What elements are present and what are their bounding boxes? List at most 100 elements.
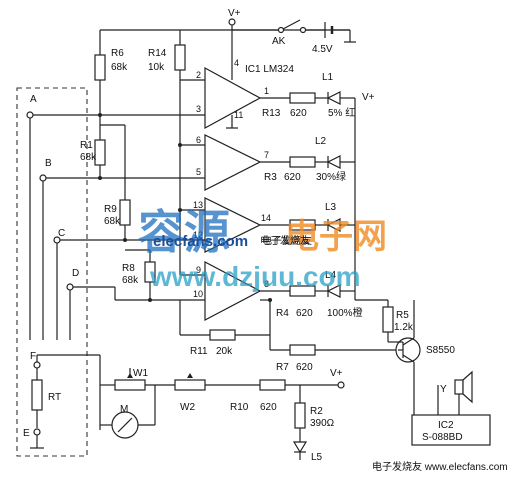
label-r8: R8	[122, 263, 135, 274]
label-l4: L4	[325, 270, 337, 281]
label-vplus-top: V+	[228, 8, 241, 19]
vplus-top-terminal	[228, 18, 236, 26]
label-pb: B	[45, 158, 52, 169]
label-r11-val: 20k	[216, 346, 233, 357]
label-pc: C	[58, 228, 65, 239]
label-r10-val: 620	[260, 402, 277, 413]
label-switch: AK	[272, 36, 286, 47]
label-pin9: 9	[196, 265, 201, 275]
opamp-1	[204, 66, 262, 130]
label-r3-val: 620	[284, 172, 301, 183]
label-r5-val: 1.2k	[394, 322, 414, 333]
label-r7-val: 620	[296, 362, 313, 373]
label-r6: R6	[111, 48, 124, 59]
label-ic2-val: S-088BD	[422, 432, 463, 443]
ak-switch[interactable]	[282, 19, 301, 30]
probe-a-terminal	[26, 111, 34, 119]
r6-resistor	[94, 54, 106, 81]
label-pin7: 7	[264, 150, 269, 160]
s8550-transistor	[395, 337, 421, 363]
speaker-icon	[454, 379, 464, 395]
label-ic2: IC2	[438, 420, 454, 431]
label-meter: M	[120, 404, 128, 415]
probe-f-terminal	[33, 361, 41, 369]
label-battery: 4.5V	[312, 44, 333, 55]
l2-led	[326, 155, 341, 169]
label-pa: A	[30, 94, 37, 105]
w2-potentiometer	[174, 379, 206, 391]
label-r9: R9	[104, 204, 117, 215]
label-pin12: 12	[193, 230, 203, 240]
label-r14-val: 10k	[148, 62, 165, 73]
r5-resistor	[382, 306, 394, 333]
label-pin8: 8	[264, 279, 269, 289]
label-r10: R10	[230, 402, 249, 413]
label-r14: R14	[148, 48, 167, 59]
label-r5: R5	[396, 310, 409, 321]
watermark-bottom: 电子发烧友 www.elecfans.com	[372, 460, 508, 473]
label-r7: R7	[276, 362, 289, 373]
l1-led	[326, 91, 341, 105]
label-pin6: 6	[196, 135, 201, 145]
label-vout: V+	[362, 92, 375, 103]
label-pin13: 13	[193, 200, 203, 210]
label-speaker: Y	[440, 384, 447, 395]
w1-potentiometer	[114, 379, 146, 391]
probe-e-terminal	[33, 428, 41, 436]
label-r2-val: 390Ω	[310, 418, 335, 429]
label-l1-desc: 5% 红	[328, 106, 355, 119]
watermark-elecfans-cn: 电子发烧友	[260, 234, 310, 247]
label-r11: R11	[190, 346, 208, 357]
label-r1-val: 68k	[80, 152, 97, 163]
label-l5: L5	[311, 452, 323, 463]
l5-led	[292, 441, 308, 454]
watermark-elecfans: elecfans.com	[153, 233, 248, 250]
opamp-3	[204, 197, 262, 253]
label-pin11: 11	[234, 110, 243, 120]
label-rt: RT	[48, 392, 61, 403]
r13-resistor	[289, 92, 316, 104]
label-pin1: 1	[264, 86, 269, 96]
label-l1: L1	[322, 72, 334, 83]
label-pin14: 14	[261, 213, 271, 223]
probe-b-terminal	[39, 174, 47, 182]
watermark-cn-net: 电子网	[285, 218, 387, 256]
vplus-bottom-terminal	[337, 381, 345, 389]
label-l2: L2	[315, 136, 327, 147]
label-l2-desc: 30%绿	[316, 170, 346, 183]
label-pin2: 2	[196, 70, 201, 80]
label-r4-val: 620	[296, 308, 313, 319]
label-r13: R13	[262, 108, 281, 119]
label-ic1: IC1 LM324	[245, 64, 294, 75]
label-r13-val: 620	[290, 108, 307, 119]
r2-resistor	[294, 402, 306, 429]
label-r2: R2	[310, 406, 323, 417]
label-w1: W1	[133, 368, 148, 379]
ic2-chip	[411, 414, 491, 446]
label-pe: E	[23, 428, 30, 439]
label-l4-desc: 100%橙	[327, 306, 363, 319]
r9-resistor	[119, 199, 131, 226]
label-pd: D	[72, 268, 79, 279]
label-vplus-bottom: V+	[330, 368, 343, 379]
r3-resistor	[289, 156, 316, 168]
label-r4: R4	[276, 308, 289, 319]
opamp-4	[204, 261, 262, 321]
label-pin3: 3	[196, 104, 201, 114]
label-pin10: 10	[193, 289, 203, 299]
label-pf: F	[30, 351, 36, 362]
rt-resistor	[31, 379, 43, 411]
label-pin5: 5	[196, 167, 201, 177]
watermark-cn-logo: 容源	[138, 206, 230, 258]
label-w2: W2	[180, 402, 195, 413]
label-r6-val: 68k	[111, 62, 128, 73]
r14-resistor	[174, 44, 186, 71]
label-pin4: 4	[234, 58, 239, 68]
r11-resistor	[209, 329, 236, 341]
probe-outline	[16, 87, 88, 457]
label-r1: R1	[80, 140, 93, 151]
label-r3: R3	[264, 172, 277, 183]
label-s8550: S8550	[426, 345, 455, 356]
